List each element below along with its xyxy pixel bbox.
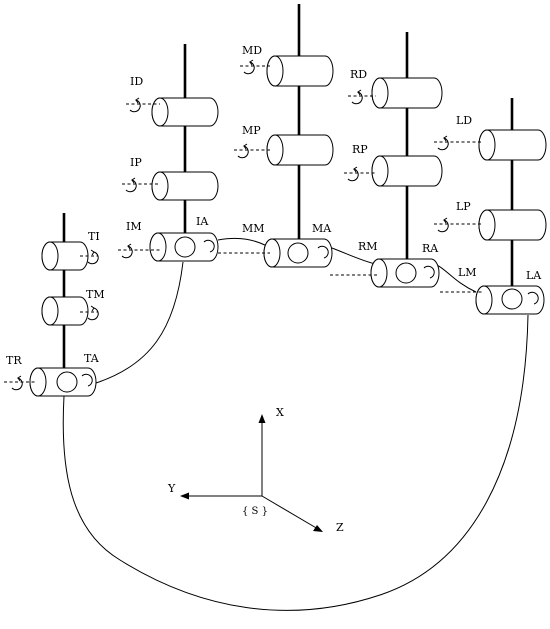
z-axis-line — [261, 495, 319, 530]
z-axis-label: Z — [336, 521, 344, 534]
label-MA: MA — [312, 222, 332, 235]
little-distal-joint — [478, 129, 547, 161]
label-RP: RP — [352, 143, 368, 156]
little-proximal-joint — [478, 209, 547, 241]
label-LM: LM — [458, 266, 477, 279]
label-TM: TM — [86, 288, 105, 301]
middle-abduction-joint — [263, 238, 333, 268]
rotation-axes — [4, 65, 482, 383]
label-TA: TA — [84, 352, 100, 365]
label-ID: ID — [130, 75, 143, 88]
y-axis-label: Y — [167, 482, 176, 495]
frame-label: { S } — [242, 506, 268, 517]
index-distal-joint — [151, 97, 219, 127]
joint-labels: ID IP IM IA MD MP MM MA RD RP RM RA LD L… — [6, 44, 542, 367]
label-RM: RM — [358, 240, 378, 253]
coordinate-frame: X Y Z { S } — [167, 406, 344, 534]
palm-outline-curve — [62, 314, 529, 611]
label-IA: IA — [196, 215, 209, 228]
index-proximal-joint — [151, 171, 219, 201]
thumb-interphalangeal-joint — [41, 241, 89, 271]
little-abduction-joint — [475, 285, 545, 315]
label-IM: IM — [126, 220, 142, 233]
label-IP: IP — [130, 156, 142, 169]
thumb-metacarpal-joint — [41, 296, 89, 326]
label-RD: RD — [350, 68, 367, 81]
ring-distal-joint — [371, 77, 443, 109]
label-LA: LA — [526, 269, 542, 282]
rotation-arrow-icons — [11, 59, 539, 391]
x-axis-arrowhead — [258, 414, 266, 423]
ring-proximal-joint — [371, 155, 443, 187]
label-MD: MD — [242, 44, 262, 57]
z-axis-arrowhead — [313, 525, 323, 532]
label-LP: LP — [456, 200, 471, 213]
label-MP: MP — [242, 124, 261, 137]
middle-distal-joint — [266, 55, 334, 87]
index-abduction-joint — [149, 232, 219, 262]
label-MM: MM — [242, 222, 265, 235]
middle-proximal-joint — [266, 134, 334, 166]
x-axis-label: X — [276, 406, 284, 419]
link-index-middle — [217, 237, 268, 247]
palm-cable-thumb-index — [95, 261, 184, 384]
thumb-abduction-joint — [29, 367, 97, 397]
label-TI: TI — [88, 230, 100, 243]
link-middle-ring — [331, 247, 376, 265]
ring-abduction-joint — [370, 258, 440, 288]
y-axis-arrowhead — [180, 492, 189, 500]
label-LD: LD — [456, 114, 472, 127]
label-TR: TR — [6, 354, 22, 367]
label-RA: RA — [422, 242, 439, 255]
